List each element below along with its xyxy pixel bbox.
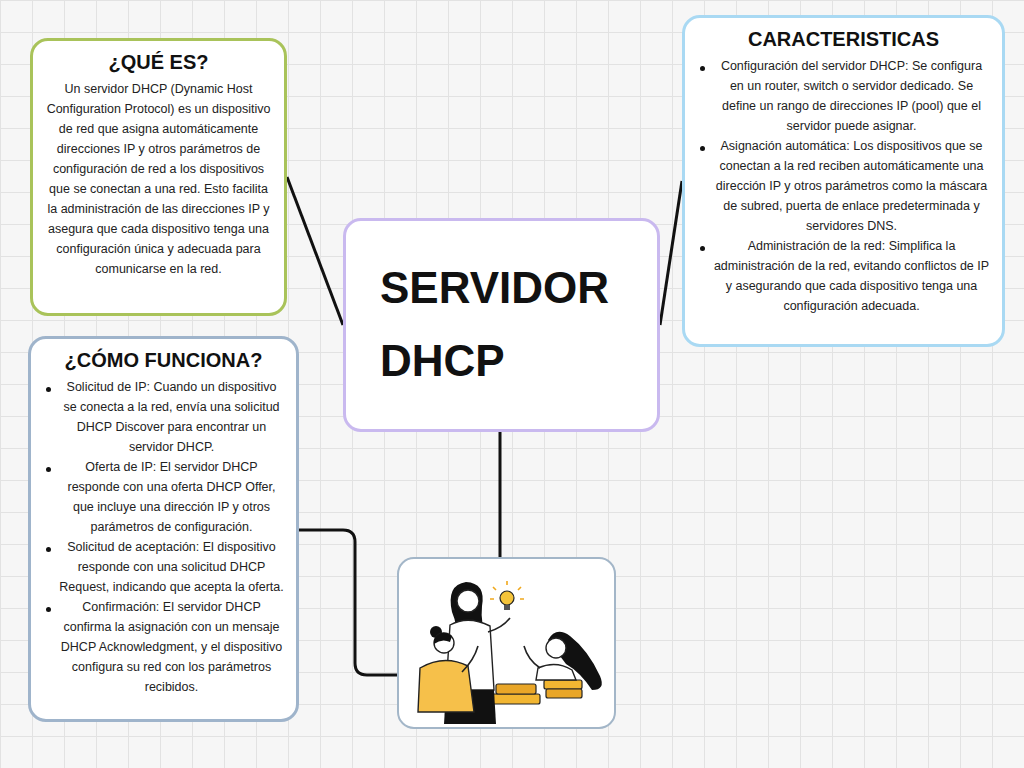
bullet-dot: [700, 246, 705, 251]
panel-heading: CARACTERISTICAS: [697, 26, 990, 52]
bullet-item: Oferta de IP: El servidor DHCP responde …: [43, 457, 284, 537]
panel-text: Un servidor DHCP (Dynamic Host Configura…: [45, 79, 272, 279]
bullet-text: Asignación automática: Los dispositivos …: [713, 136, 990, 236]
connector-line: [287, 177, 343, 325]
title-box: SERVIDOR DHCP: [343, 218, 660, 432]
light-bulb: [500, 591, 514, 605]
diagram-title: SERVIDOR DHCP: [380, 252, 609, 397]
book: [546, 689, 582, 698]
bullet-dot: [46, 547, 51, 552]
bullet-item: Solicitud de IP: Cuando un dispositivo s…: [43, 377, 284, 457]
bullet-text: Oferta de IP: El servidor DHCP responde …: [59, 457, 284, 537]
illustration: [398, 558, 615, 728]
arm: [488, 618, 510, 632]
bullet-item: Solicitud de aceptación: El dispositivo …: [43, 537, 284, 597]
bullet-text: Solicitud de aceptación: El dispositivo …: [59, 537, 284, 597]
bullet-dot: [46, 387, 51, 392]
bulb-base: [504, 605, 510, 610]
torso: [536, 664, 576, 680]
bullet-dot: [46, 607, 51, 612]
bullet-item: Asignación automática: Los dispositivos …: [697, 136, 990, 236]
bullet-text: Confirmación: El servidor DHCP confirma …: [59, 597, 284, 697]
bullet-dot: [700, 146, 705, 151]
head: [546, 638, 566, 658]
bullet-text: Solicitud de IP: Cuando un dispositivo s…: [59, 377, 284, 457]
hair: [434, 633, 452, 644]
arm: [462, 646, 478, 672]
arm: [524, 646, 540, 668]
bullet-item: Administración de la red: Simplifica la …: [697, 236, 990, 316]
bullet-text: Configuración del servidor DHCP: Se conf…: [713, 56, 990, 136]
bullet-text: Administración de la red: Simplifica la …: [713, 236, 990, 316]
connector-line: [499, 432, 502, 557]
book: [496, 684, 536, 694]
bullet-item: Configuración del servidor DHCP: Se conf…: [697, 56, 990, 136]
book: [544, 680, 582, 689]
illustration-frame: [398, 558, 615, 728]
info-panel: CARACTERISTICAS Configuración del servido…: [682, 15, 1005, 347]
panel-heading: ¿QUÉ ES?: [45, 49, 272, 75]
bullet-dot: [46, 467, 51, 472]
bulb-rays: [490, 581, 524, 599]
head: [434, 633, 454, 653]
panel-heading: ¿CÓMO FUNCIONA?: [43, 347, 284, 373]
connector-line: [660, 181, 682, 325]
bullet-dot: [700, 66, 705, 71]
bullet-item: Confirmación: El servidor DHCP confirma …: [43, 597, 284, 697]
info-panel: ¿CÓMO FUNCIONA? Solicitud de IP: Cuando u…: [28, 336, 299, 722]
head: [457, 590, 479, 612]
info-panel: ¿QUÉ ES? Un servidor DHCP (Dynamic Host C…: [30, 38, 287, 316]
book: [492, 694, 540, 704]
connector-line: [299, 530, 397, 675]
